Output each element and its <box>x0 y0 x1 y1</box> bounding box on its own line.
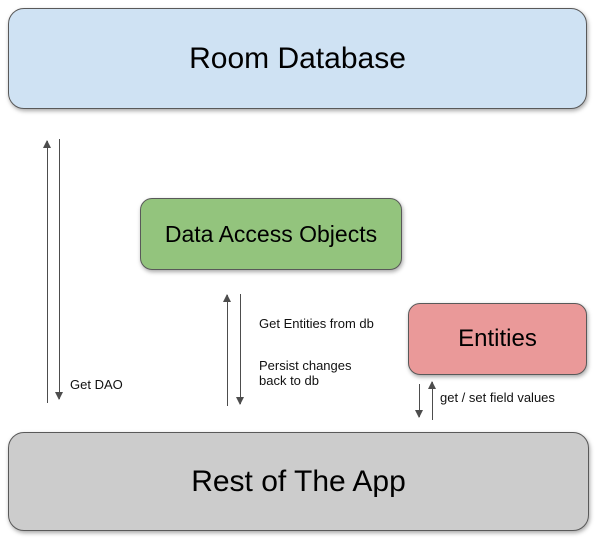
node-rest-of-the-app: Rest of The App <box>8 432 589 531</box>
node-entities-label: Entities <box>458 325 537 352</box>
up-arrow-icon <box>431 382 433 420</box>
down-arrow-icon <box>239 294 241 404</box>
node-rest-of-the-app-label: Rest of The App <box>191 464 406 498</box>
node-entities: Entities <box>408 303 587 375</box>
node-room-database: Room Database <box>8 8 587 109</box>
node-data-access-objects: Data Access Objects <box>140 198 402 270</box>
up-arrow-icon <box>226 295 228 406</box>
down-arrow-icon <box>418 384 420 417</box>
node-data-access-objects-label: Data Access Objects <box>164 220 378 247</box>
edge-label-get-dao: Get DAO <box>70 377 123 392</box>
down-arrow-icon <box>58 139 60 399</box>
edge-label-get-entities-from-db: Get Entities from db <box>259 316 374 331</box>
up-arrow-icon <box>46 141 48 403</box>
edge-label-persist-changes: Persist changes back to db <box>259 358 352 389</box>
edge-label-get-set-field-values: get / set field values <box>440 390 555 405</box>
node-room-database-label: Room Database <box>189 41 406 75</box>
